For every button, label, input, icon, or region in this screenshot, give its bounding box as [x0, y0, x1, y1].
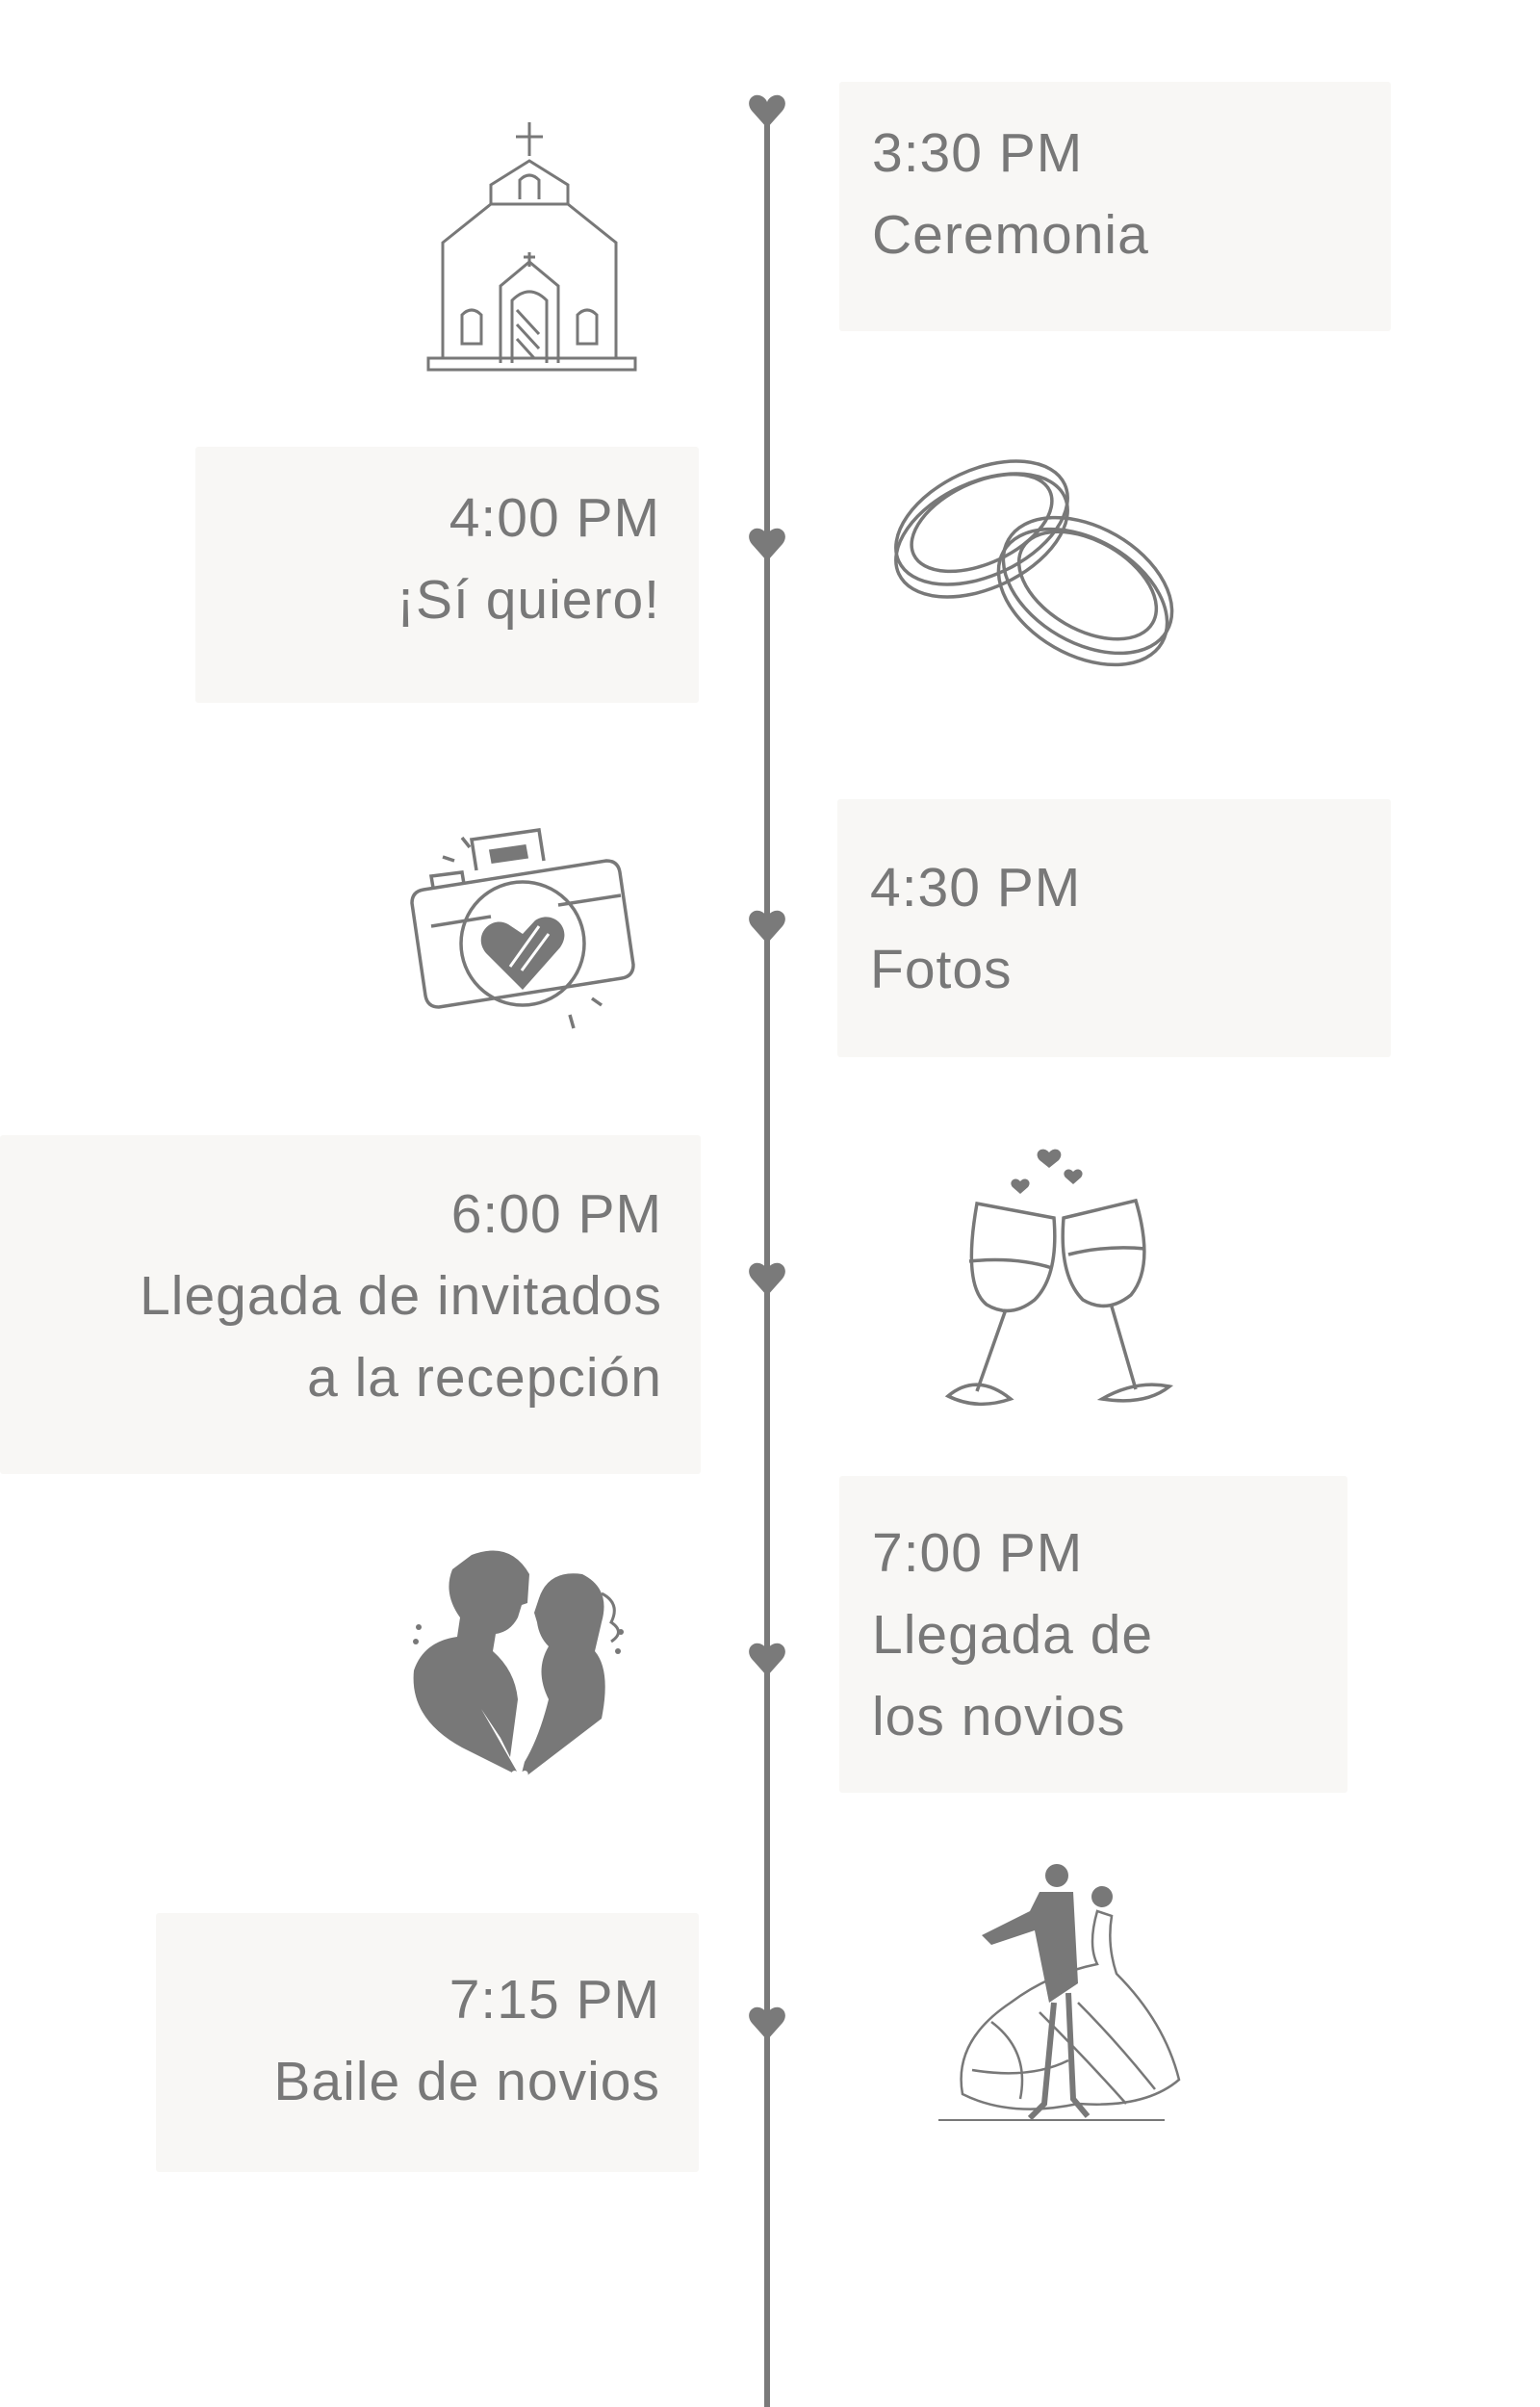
dancing-couple-icon — [938, 1864, 1181, 2121]
timeline-line — [764, 111, 770, 2407]
event-title: Ceremonia — [872, 204, 1149, 266]
champagne-toast-icon — [944, 1149, 1174, 1407]
event-title: Fotos — [870, 939, 1013, 1000]
event-time: 7:00 PM — [872, 1522, 1084, 1584]
event-title-line-1: Llegada de invitados — [140, 1265, 662, 1327]
event-time: 7:15 PM — [449, 1969, 660, 2031]
event-time: 3:30 PM — [872, 122, 1084, 184]
event-card-si-quiero: 4:00 PM ¡Sí quiero! — [195, 447, 699, 703]
heart-marker-icon — [749, 528, 785, 561]
event-card-fotos: 4:30 PM Fotos — [837, 799, 1391, 1057]
event-card-llegada-novios: 7:00 PM Llegada de los novios — [839, 1476, 1348, 1793]
heart-marker-icon — [749, 910, 785, 944]
event-title-line-2: a la recepción — [307, 1347, 662, 1409]
camera-heart-icon — [410, 828, 635, 1029]
wedding-rings-icon — [894, 459, 1174, 667]
event-card-ceremonia: 3:30 PM Ceremonia — [839, 82, 1391, 331]
event-title-line-1: Llegada de — [872, 1604, 1154, 1666]
event-card-llegada-invitados: 6:00 PM Llegada de invitados a la recepc… — [0, 1135, 701, 1474]
event-title: Baile de novios — [273, 2051, 660, 2112]
couple-kiss-icon — [413, 1550, 624, 1784]
heart-marker-icon — [749, 94, 785, 128]
event-time: 4:30 PM — [870, 857, 1082, 919]
event-time: 6:00 PM — [450, 1183, 662, 1245]
event-title-line-2: los novios — [872, 1686, 1126, 1747]
event-time: 4:00 PM — [449, 487, 660, 549]
heart-marker-icon — [749, 2006, 785, 2040]
church-icon — [426, 122, 637, 372]
heart-marker-icon — [749, 1262, 785, 1296]
heart-marker-icon — [749, 1643, 785, 1676]
event-card-baile-novios: 7:15 PM Baile de novios — [156, 1913, 699, 2172]
event-title: ¡Sí quiero! — [397, 569, 660, 631]
